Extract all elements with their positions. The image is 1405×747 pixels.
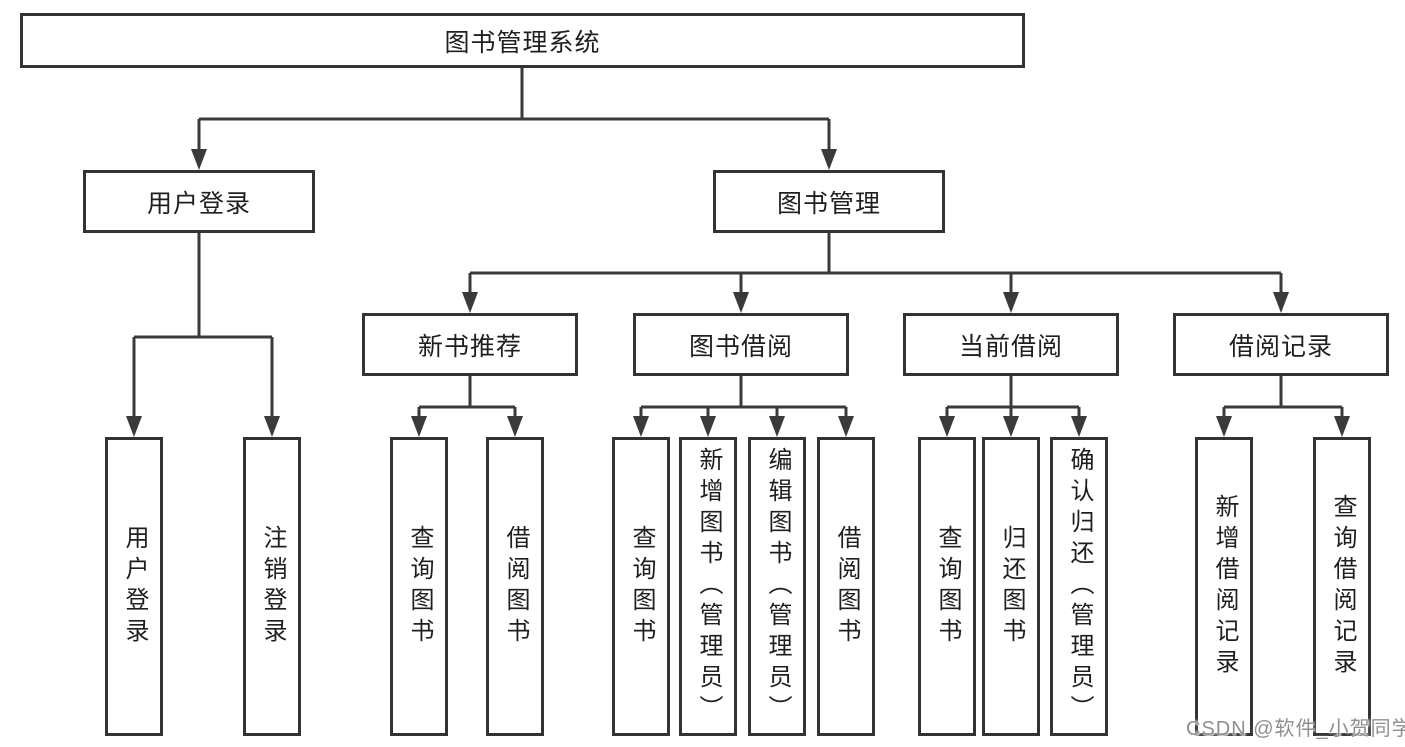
node-query-books-recommend: 查询图书 xyxy=(390,437,448,736)
arrowhead xyxy=(191,149,207,170)
arrowhead xyxy=(821,149,837,170)
node-label: 查询借阅记录 xyxy=(1329,493,1356,680)
node-borrow-books-borrowing: 借阅图书 xyxy=(817,437,875,736)
arrowhead xyxy=(1003,292,1019,313)
arrowhead xyxy=(1334,416,1350,437)
node-label: 借阅图书 xyxy=(502,524,529,649)
connector-root-to-level2 xyxy=(191,68,837,170)
arrowhead xyxy=(264,416,280,437)
csdn-watermark: CSDN @软件_小贺同学 xyxy=(1186,718,1405,740)
node-label: 新增借阅记录 xyxy=(1211,493,1238,680)
connector-new-book-recommendation-children xyxy=(411,376,523,437)
arrowhead xyxy=(411,416,427,437)
node-edit-books-admin: 编辑图书（管理员） xyxy=(748,437,806,736)
node-label: 用户登录 xyxy=(146,189,251,218)
connector-user-login-children xyxy=(126,233,280,437)
node-new-book-recommendation: 新书推荐 xyxy=(362,313,578,376)
arrowhead xyxy=(1003,416,1019,437)
node-book-management: 图书管理 xyxy=(713,170,945,233)
node-label: 注销登录 xyxy=(259,524,286,649)
node-query-books-current: 查询图书 xyxy=(918,437,976,736)
arrowhead xyxy=(633,416,649,437)
node-label: 确认归还（管理员） xyxy=(1066,447,1093,726)
node-label: 归还图书 xyxy=(998,524,1025,649)
node-label: 新书推荐 xyxy=(417,332,522,361)
node-label: 图书管理 xyxy=(776,189,881,218)
node-label: 查询图书 xyxy=(628,524,655,649)
node-label: 用户登录 xyxy=(121,524,148,649)
arrowhead xyxy=(126,416,142,437)
arrowhead xyxy=(462,292,478,313)
arrowhead xyxy=(1071,416,1087,437)
node-borrow-books-recommend: 借阅图书 xyxy=(486,437,544,736)
arrowhead xyxy=(769,416,785,437)
arrowhead xyxy=(838,416,854,437)
node-user-login: 用户登录 xyxy=(83,170,315,233)
node-logout-action: 注销登录 xyxy=(243,437,301,736)
node-current-borrowing: 当前借阅 xyxy=(903,313,1119,376)
arrowhead xyxy=(1216,416,1232,437)
node-add-books-admin: 新增图书（管理员） xyxy=(679,437,737,736)
node-label: 图书管理系统 xyxy=(444,28,601,57)
node-query-books-borrowing: 查询图书 xyxy=(612,437,670,736)
node-query-borrow-record: 查询借阅记录 xyxy=(1313,437,1371,736)
connector-borrowing-records-children xyxy=(1216,376,1350,437)
node-label: 查询图书 xyxy=(934,524,961,649)
arrowhead xyxy=(507,416,523,437)
arrowhead xyxy=(939,416,955,437)
node-add-borrow-record: 新增借阅记录 xyxy=(1195,437,1253,736)
node-label: 查询图书 xyxy=(406,524,433,649)
node-label: 当前借阅 xyxy=(958,332,1063,361)
node-library-management-system: 图书管理系统 xyxy=(20,13,1025,68)
arrowhead xyxy=(1273,292,1289,313)
node-label: 新增图书（管理员） xyxy=(695,447,722,726)
node-label: 编辑图书（管理员） xyxy=(764,447,791,726)
connector-book-management-to-level3 xyxy=(462,233,1289,313)
arrowhead xyxy=(733,292,749,313)
node-confirm-return-admin: 确认归还（管理员） xyxy=(1050,437,1108,736)
node-user-login-action: 用户登录 xyxy=(105,437,163,736)
node-label: 图书借阅 xyxy=(688,332,793,361)
arrowhead xyxy=(700,416,716,437)
connector-current-borrowing-children xyxy=(939,376,1087,437)
node-return-books: 归还图书 xyxy=(982,437,1040,736)
node-borrowing-records: 借阅记录 xyxy=(1173,313,1389,376)
node-book-borrowing: 图书借阅 xyxy=(633,313,849,376)
connector-book-borrowing-children xyxy=(633,376,854,437)
node-label: 借阅图书 xyxy=(833,524,860,649)
node-label: 借阅记录 xyxy=(1228,332,1333,361)
